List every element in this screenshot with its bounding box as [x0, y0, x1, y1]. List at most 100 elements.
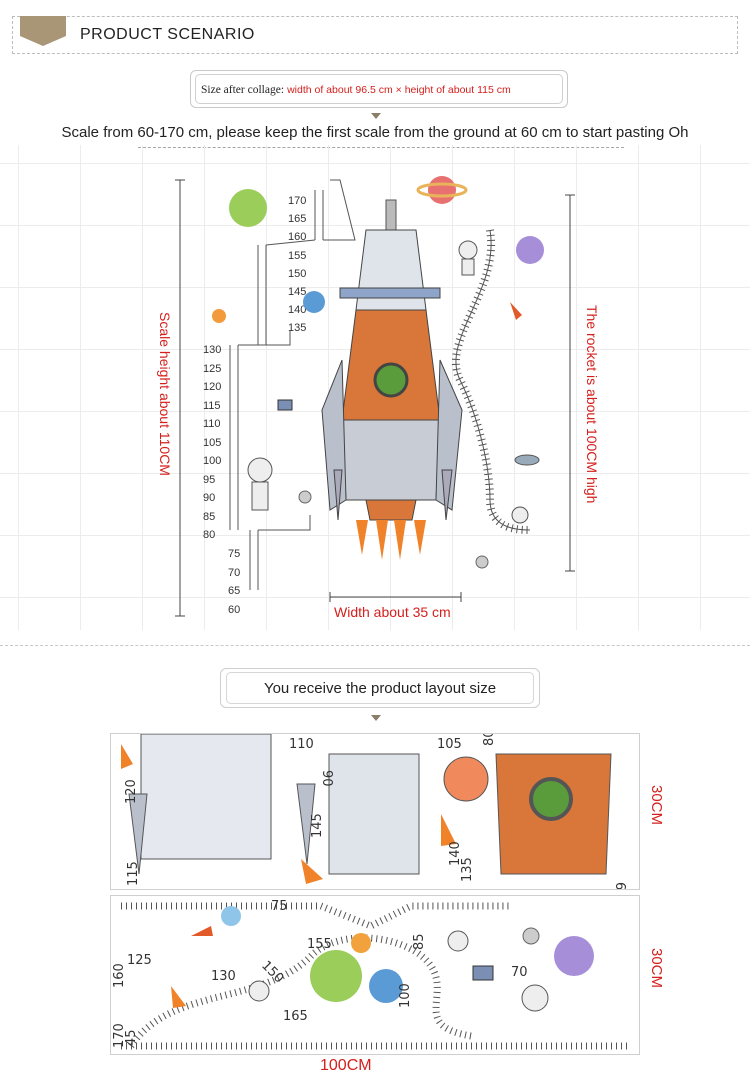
scale-height-label: Scale height about 110CM: [157, 312, 173, 476]
layout-title: You receive the product layout size: [226, 672, 534, 704]
sheet-2-height-label: 30CM: [648, 948, 665, 989]
sheet-scale-number: 120: [124, 779, 139, 804]
sheet-scale-number: 90: [319, 770, 334, 787]
satellite-icon: [277, 399, 293, 411]
astronaut-icon: [447, 930, 469, 952]
sheet-scale-number: 160: [112, 963, 127, 988]
sheet-1-height-label: 30CM: [648, 785, 665, 826]
scale-tick-label: 125: [203, 362, 222, 375]
ufo-icon: [514, 454, 540, 466]
sheet-scale-number: 105: [437, 737, 462, 752]
scale-tick-label: 105: [203, 436, 222, 449]
sheet-scale-number: 45: [124, 1029, 139, 1046]
scale-tick-label: 115: [203, 399, 221, 412]
scale-tick-label: 90: [203, 492, 216, 504]
scale-tick-label: 110: [203, 418, 221, 430]
scale-height-bracket: [175, 179, 185, 617]
sheet-scale-number: 85: [412, 933, 427, 950]
ladder-icon: [229, 179, 356, 590]
satellite-icon: [472, 965, 494, 981]
sheet-scale-number: 170: [112, 1023, 127, 1048]
scale-tick-label: 60: [228, 603, 241, 616]
scale-tick-label: 155: [288, 249, 307, 262]
scale-tick-label: 160: [288, 231, 307, 244]
rocket-height-bracket: [565, 194, 575, 572]
size-info-box: Size after collage: width of about 96.5 …: [195, 74, 563, 104]
planet-icon: [369, 969, 403, 1003]
header-tag-icon: [20, 16, 66, 46]
scale-tick-label: 170: [288, 195, 307, 207]
scale-tick-label: 145: [288, 286, 307, 299]
sheet-scale-number: 135: [460, 857, 475, 882]
rocket-height-label: The rocket is about 100CM high: [584, 305, 600, 504]
scale-tick-label: 165: [288, 213, 307, 226]
astronaut-icon: [521, 984, 549, 1012]
astronaut-icon: [247, 457, 273, 511]
scale-tick-label: 120: [203, 381, 222, 393]
rocket-scene-illustration: [212, 176, 544, 590]
rocket-icon: [510, 302, 522, 320]
scale-tick-label: 75: [228, 548, 241, 560]
ufo-icon: [221, 906, 241, 926]
rocket-icon: [321, 199, 463, 560]
astronaut-icon: [511, 506, 529, 524]
scale-tick-label: 100: [203, 455, 222, 467]
planet-icon: [212, 309, 226, 323]
sheet-scale-number: 125: [127, 953, 152, 968]
scale-note: Scale from 60-170 cm, please keep the fi…: [61, 124, 689, 141]
scale-tick-label: 85: [203, 510, 216, 523]
down-arrow-icon: [371, 715, 381, 721]
sheets-width-label: 100CM: [320, 1057, 372, 1074]
sheet-scale-number: 110: [289, 737, 314, 752]
astronaut-icon: [458, 240, 478, 276]
planet-icon: [516, 236, 544, 264]
sheet-scale-number: 80: [482, 734, 497, 746]
planet-icon: [310, 950, 362, 1002]
scale-tick-label: 70: [228, 566, 241, 579]
planet-icon: [303, 291, 325, 313]
scale-tick-label: 80: [203, 529, 216, 541]
sheet-scale-number: 155: [307, 937, 332, 952]
astronaut-icon: [248, 980, 270, 1002]
scale-tick-label: 135: [288, 322, 307, 335]
sheet-scale-number: 115: [126, 861, 141, 886]
sheet-scale-number: 75: [271, 899, 288, 914]
width-label: Width about 35 cm: [334, 604, 451, 620]
scale-mid: 130 125 120 115 110 105 100 95 90 85 80: [203, 341, 221, 545]
size-info-frame: [190, 70, 568, 108]
width-bracket: [329, 592, 462, 602]
sheet-scale-number: 140: [448, 841, 463, 866]
size-info-label: Size after collage:: [201, 84, 285, 96]
sheet-scale-number: 165: [283, 1009, 308, 1024]
header-frame: [12, 16, 738, 54]
gear-icon: [298, 490, 312, 504]
section-title: PRODUCT SCENARIO: [80, 26, 255, 43]
gear-icon: [475, 555, 489, 569]
rocket-icon: [191, 926, 213, 936]
scale-low: 75 70 65 60: [228, 545, 240, 619]
size-info-value: width of about 96.5 cm × height of about…: [287, 84, 511, 96]
scale-tick-label: 130: [203, 344, 222, 356]
layout-title-frame: [220, 668, 540, 708]
planet-icon: [229, 189, 267, 227]
sheet-scale-number: 65: [612, 882, 627, 890]
planet-icon: [351, 933, 371, 953]
scale-tick-label: 140: [288, 304, 307, 317]
scale-tick-label: 65: [228, 585, 241, 597]
sheet-scale-number: 100: [398, 983, 413, 1008]
section-divider: [0, 645, 750, 646]
scale-upper: 170 165 160 155 150 145 140 135: [288, 192, 306, 338]
gear-icon: [522, 927, 540, 945]
down-arrow-icon: [371, 113, 381, 119]
scale-tick-label: 150: [288, 267, 307, 280]
sheet-scale-number: 145: [310, 813, 325, 838]
planet-icon: [554, 936, 594, 976]
sheet-scale-number: 70: [511, 965, 528, 980]
sheet-scale-number: 130: [211, 969, 236, 984]
scale-tick-label: 95: [203, 473, 216, 486]
planet-icon: [428, 176, 456, 204]
